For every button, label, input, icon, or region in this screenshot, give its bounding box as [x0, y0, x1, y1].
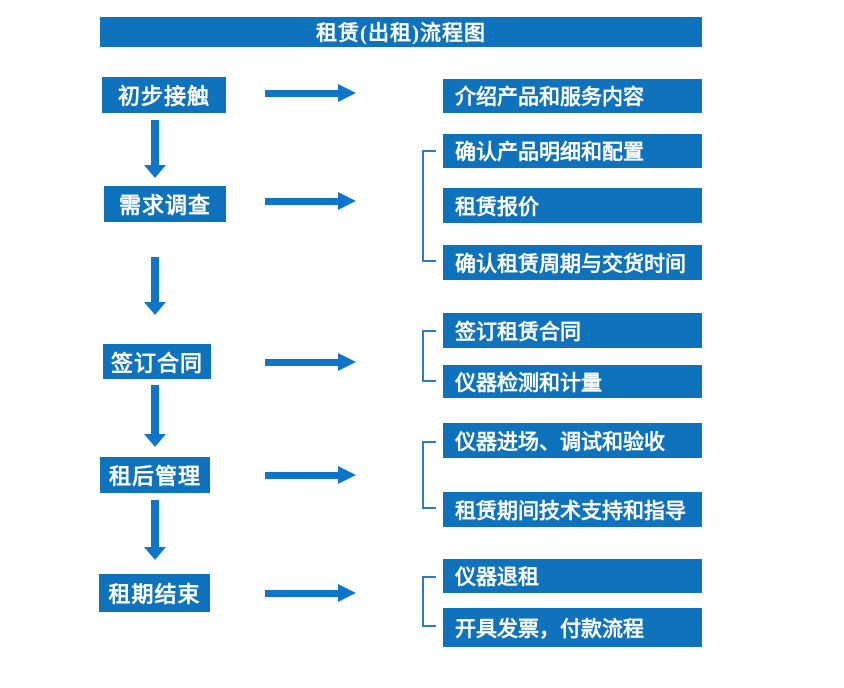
- detail-box-instrument-return: 仪器退租: [443, 559, 702, 593]
- group-bracket-post-rental: [422, 441, 436, 509]
- right-arrow-icon: [265, 84, 356, 102]
- detail-label: 开具发票，付款流程: [455, 616, 644, 641]
- right-arrow-icon: [265, 584, 356, 602]
- detail-label: 确认租赁周期与交货时间: [455, 251, 686, 276]
- detail-label: 租赁期间技术支持和指导: [455, 498, 686, 523]
- detail-label: 介绍产品和服务内容: [455, 85, 644, 109]
- stage-label: 初步接触: [117, 84, 210, 109]
- stage-label: 需求调查: [118, 193, 211, 218]
- stage-box-post-rental-management: 租后管理: [100, 457, 210, 493]
- detail-box-confirm-rental-period: 确认租赁周期与交货时间: [443, 245, 702, 280]
- right-arrow-icon: [265, 353, 356, 371]
- detail-box-tech-support: 租赁期间技术支持和指导: [443, 492, 702, 527]
- detail-box-introduce-products: 介绍产品和服务内容: [443, 79, 702, 113]
- page-title: 租赁(出租)流程图: [316, 21, 486, 45]
- title-bar: 租赁(出租)流程图: [100, 17, 702, 47]
- detail-label: 签订租赁合同: [455, 319, 581, 344]
- stage-box-initial-contact: 初步接触: [102, 77, 226, 113]
- stage-box-rental-end: 租期结束: [99, 574, 210, 612]
- down-arrow-icon: [144, 120, 166, 178]
- right-arrow-icon: [265, 192, 356, 210]
- detail-label: 仪器进场、调试和验收: [455, 429, 665, 454]
- detail-label: 确认产品明细和配置: [455, 140, 644, 164]
- detail-box-confirm-product-details: 确认产品明细和配置: [443, 134, 702, 168]
- detail-box-instrument-setup-acceptance: 仪器进场、调试和验收: [443, 423, 702, 458]
- stage-label: 租后管理: [108, 464, 201, 489]
- stage-box-sign-contract: 签订合同: [103, 344, 211, 379]
- group-bracket-demand-survey: [422, 150, 436, 262]
- down-arrow-icon: [144, 385, 166, 447]
- detail-box-invoice-payment: 开具发票，付款流程: [443, 608, 702, 647]
- stage-box-demand-survey: 需求调查: [104, 186, 226, 222]
- detail-box-sign-rental-contract: 签订租赁合同: [443, 313, 702, 348]
- detail-label: 仪器检测和计量: [455, 370, 602, 395]
- detail-label: 租赁报价: [455, 194, 539, 219]
- detail-label: 仪器退租: [455, 565, 539, 589]
- right-arrow-icon: [265, 466, 356, 484]
- group-bracket-rental-end: [422, 576, 436, 627]
- down-arrow-icon: [144, 257, 166, 315]
- stage-label: 租期结束: [108, 582, 201, 607]
- detail-box-rental-quote: 租赁报价: [443, 188, 702, 223]
- detail-box-instrument-testing: 仪器检测和计量: [443, 365, 702, 398]
- stage-label: 签订合同: [110, 350, 203, 376]
- down-arrow-icon: [144, 500, 166, 560]
- group-bracket-sign-contract: [422, 330, 436, 382]
